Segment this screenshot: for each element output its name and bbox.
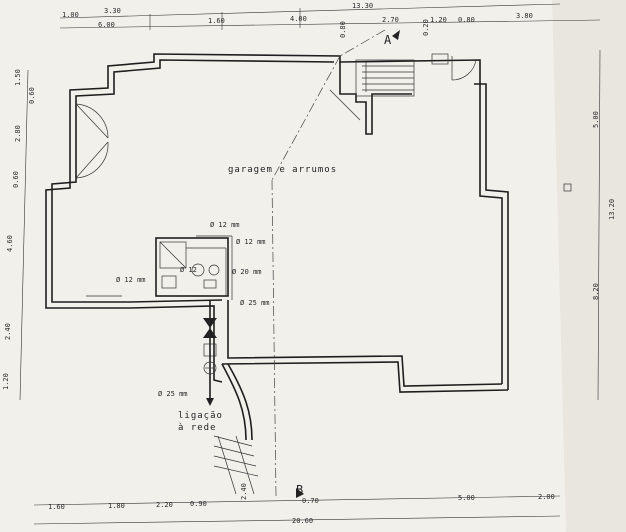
pipe-label-1: Ø 12 mm bbox=[210, 221, 240, 229]
dim-right-1: 5.00 bbox=[592, 111, 600, 128]
water-pipe bbox=[196, 235, 233, 406]
dim-right-2: 13.20 bbox=[608, 199, 616, 220]
dim-top-8: 2.70 bbox=[382, 16, 399, 24]
dim-left-7: 1.20 bbox=[2, 373, 10, 390]
door-top-right bbox=[431, 53, 477, 81]
left-doors bbox=[75, 103, 109, 179]
section-arrow-b bbox=[296, 488, 304, 498]
section-label-b: B bbox=[296, 483, 303, 497]
section-line bbox=[271, 29, 386, 497]
bathroom-block bbox=[155, 237, 229, 297]
dim-bottom-6: 5.00 bbox=[458, 494, 475, 502]
section-label-a: A bbox=[384, 33, 392, 47]
dim-bottom-7: 2.00 bbox=[538, 493, 555, 501]
dim-right-3: 8.20 bbox=[592, 283, 600, 300]
dim-top-10: 1.20 bbox=[430, 16, 447, 24]
outer-walls bbox=[45, 53, 509, 393]
pipe-label-4: Ø 12 bbox=[180, 266, 197, 274]
dim-top-11: 0.80 bbox=[458, 16, 475, 24]
dim-left-1: 1.50 bbox=[14, 69, 22, 86]
dim-top-5: 1.60 bbox=[208, 17, 225, 25]
dim-top-4: 6.00 bbox=[98, 21, 115, 29]
dimension-lines bbox=[19, 3, 601, 525]
pipe-label-2: Ø 12 mm bbox=[236, 238, 266, 246]
dim-left-5: 4.60 bbox=[6, 235, 14, 252]
room-label: garagem e arrumos bbox=[228, 165, 337, 175]
marker-square bbox=[563, 183, 572, 192]
dim-top-9: 0.20 bbox=[422, 19, 430, 36]
pipe-label-6: Ø 25 mm bbox=[240, 299, 270, 307]
pipe-label-3: Ø 12 mm bbox=[116, 276, 146, 284]
dim-left-6: 2.40 bbox=[4, 323, 12, 340]
dim-top-3: 13.30 bbox=[352, 2, 373, 10]
stairs-bottom bbox=[213, 363, 259, 495]
dim-top-1: 1.00 bbox=[62, 11, 79, 19]
connection-label-line2: à rede bbox=[178, 423, 217, 433]
dim-bottom-4: 0.90 bbox=[190, 500, 207, 508]
dim-bottom-5: 2.40 bbox=[240, 483, 248, 500]
connection-label-line1: ligação bbox=[178, 411, 223, 421]
dim-top-12: 3.80 bbox=[516, 12, 533, 20]
pipe-label-7: Ø 25 mm bbox=[158, 390, 188, 398]
dim-left-4: 0.60 bbox=[12, 171, 20, 188]
dim-left-3: 2.80 bbox=[14, 125, 22, 142]
dim-top-7: 0.80 bbox=[339, 21, 347, 38]
dim-bottom-total: 20.60 bbox=[292, 517, 313, 525]
dim-bottom-2: 1.80 bbox=[108, 502, 125, 510]
dim-bottom-8: 0.70 bbox=[302, 497, 319, 505]
dim-top-2: 3.30 bbox=[104, 7, 121, 15]
paper-sheet bbox=[0, 0, 566, 532]
dim-bottom-1: 1.60 bbox=[48, 503, 65, 511]
pipe-label-5: Ø 20 mm bbox=[232, 268, 262, 276]
stairs-top bbox=[329, 62, 414, 121]
dim-bottom-3: 2.20 bbox=[156, 501, 173, 509]
section-arrow-a bbox=[392, 30, 400, 40]
dim-top-6: 4.00 bbox=[290, 15, 307, 23]
dim-left-2: 0.60 bbox=[28, 87, 36, 104]
